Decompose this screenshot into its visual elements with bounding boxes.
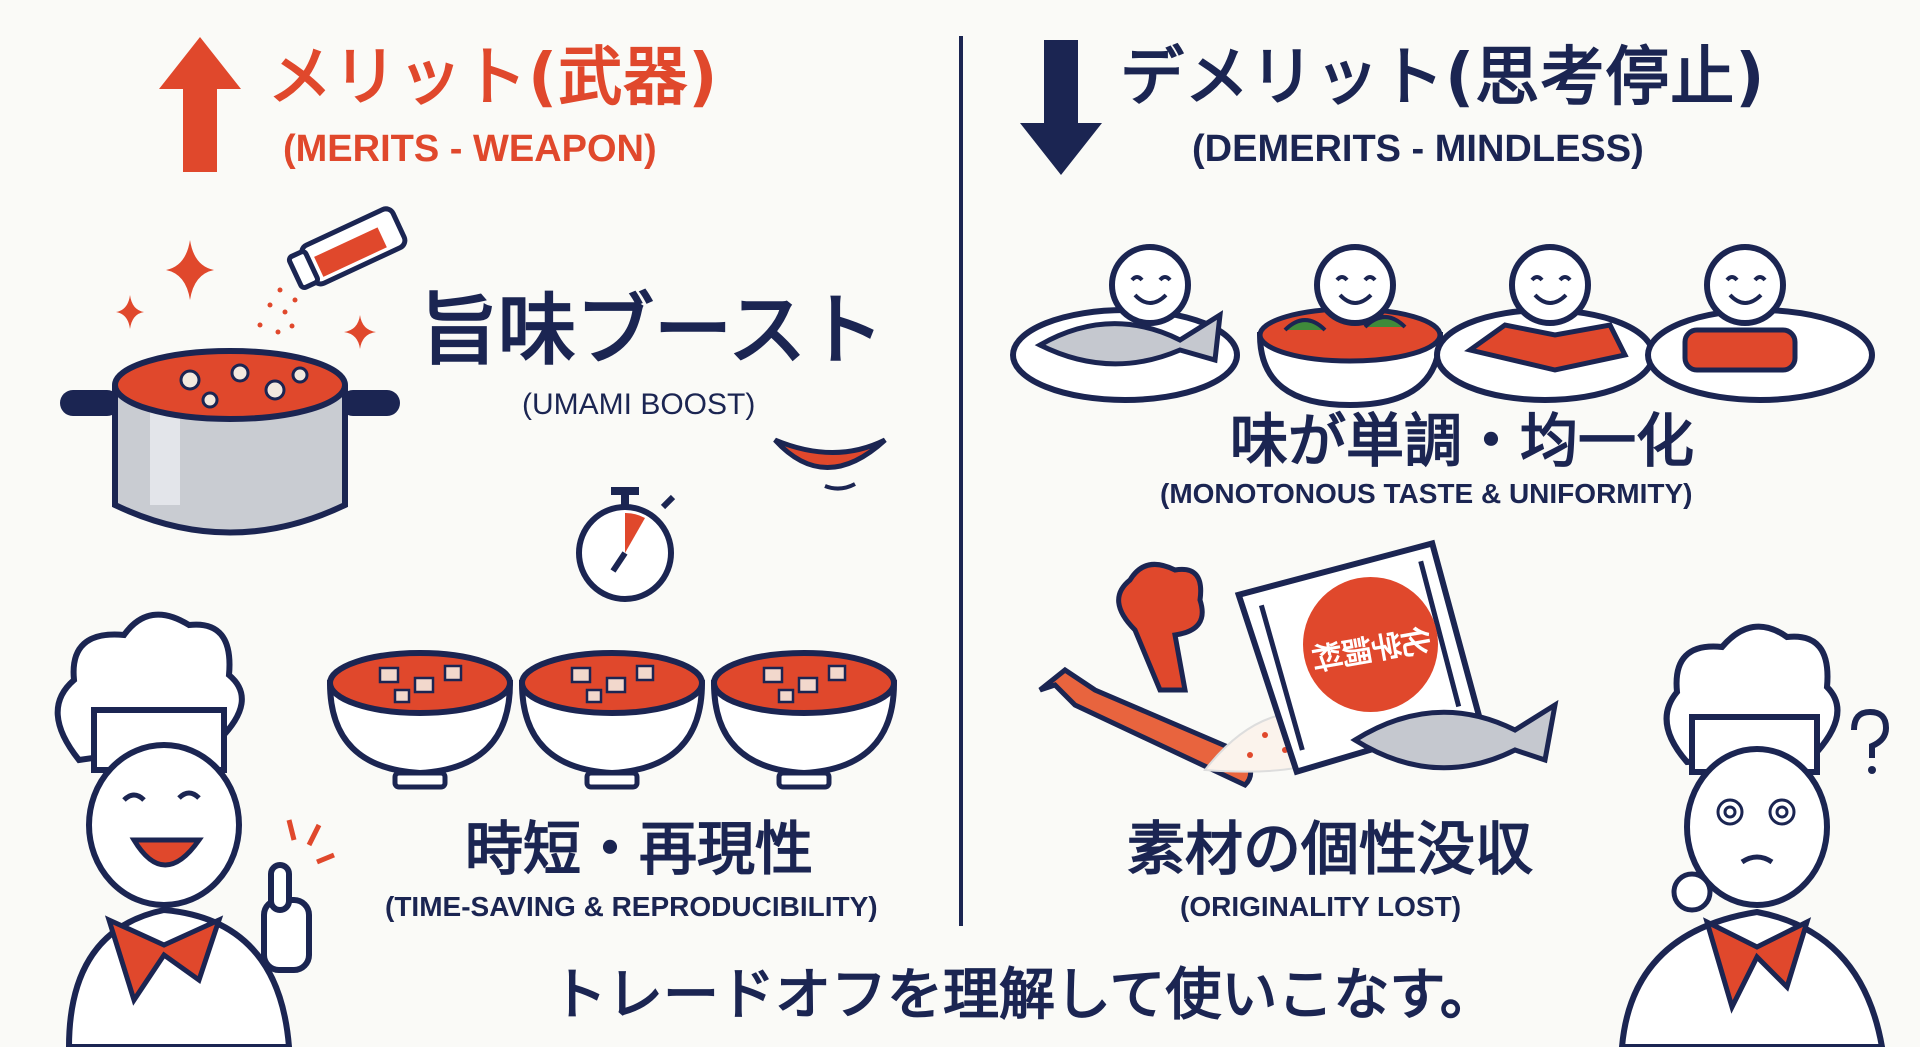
monotonous-taste-caption: (MONOTONOUS TASTE & UNIFORMITY): [1160, 478, 1693, 509]
happy-chef-icon: [54, 611, 335, 1047]
sparkles-icon: [116, 240, 376, 349]
demerits-subtitle: (DEMERITS - MINDLESS): [1192, 128, 1644, 170]
confused-chef-icon: [1618, 623, 1890, 1047]
footer-message: トレードオフを理解して使いこなす。: [551, 963, 1496, 1028]
center-divider: [959, 36, 963, 926]
seasoning-shaker-icon: [286, 206, 408, 291]
cooking-pot-icon: [60, 348, 400, 536]
stopwatch-icon: [576, 487, 676, 602]
question-mark-icon: [1851, 708, 1890, 774]
demerits-title: デメリット(思考停止): [1120, 41, 1766, 115]
salad-plate-icon: [1256, 244, 1444, 409]
steak-plate-icon: [1645, 244, 1875, 403]
bowl-icon: [710, 650, 898, 790]
monotonous-taste-label: 味が単調・均一化: [1230, 407, 1695, 475]
merits-subtitle: (MERITS - WEAPON): [283, 128, 657, 170]
originality-lost-label: 素材の個性没収: [1127, 815, 1534, 883]
originality-lost-caption: (ORIGINALITY LOST): [1180, 891, 1462, 922]
seasoning-bag-badge: 化学調料: [1303, 577, 1438, 712]
smile-mouth-icon: [773, 437, 887, 491]
umami-boost-label: 旨味ブースト: [420, 286, 885, 376]
merits-title: メリット(武器): [268, 41, 719, 115]
bowl-icon: [518, 650, 706, 790]
time-saving-caption: (TIME-SAVING & REPRODUCIBILITY): [385, 891, 878, 922]
fish-plate-icon: [1010, 244, 1240, 403]
arrow-down-icon: [1020, 40, 1102, 175]
meat-plate-icon: [1434, 244, 1656, 403]
arrow-up-icon: [159, 37, 241, 172]
soup-bowls: [326, 650, 898, 790]
plates-with-smileys: [1010, 244, 1875, 409]
time-saving-label: 時短・再現性: [465, 815, 814, 883]
umami-boost-caption: (UMAMI BOOST): [522, 388, 756, 421]
bowl-icon: [326, 650, 514, 790]
seasoning-bag-label: 化学調料: [1308, 617, 1433, 673]
